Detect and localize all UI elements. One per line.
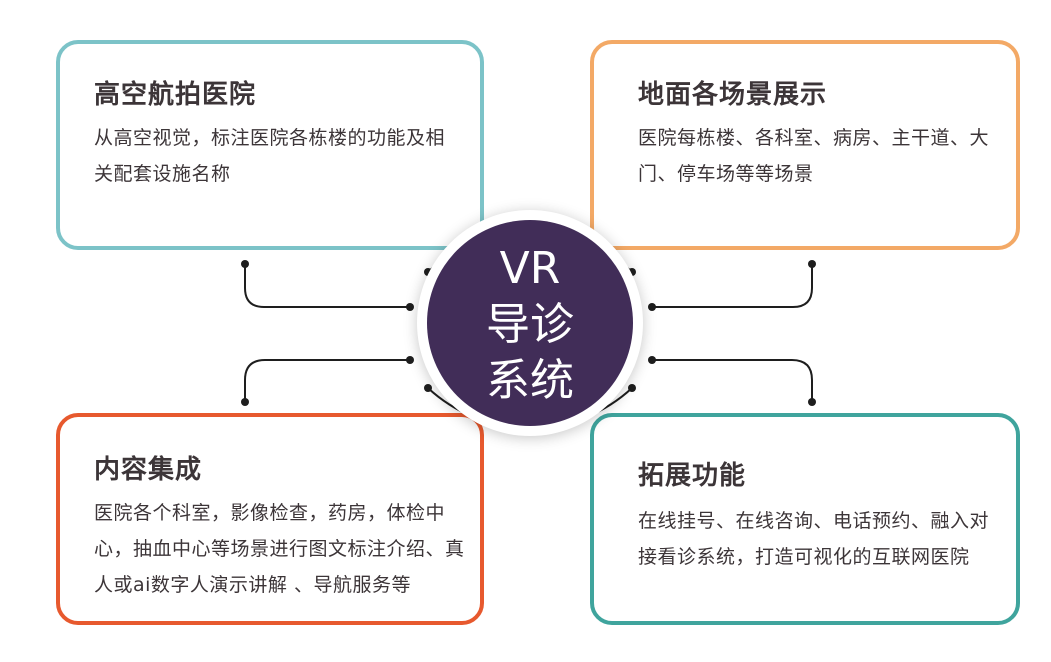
card-ground-scenes: 地面各场景展示 医院每栋楼、各科室、病房、主干道、大门、停车场等等场景 [590,40,1020,250]
connector-top-left [244,264,410,308]
connector-dot [424,384,432,392]
center-title-line-2: 导诊 [486,299,574,350]
center-hub: VR 导诊 系统 [427,220,633,426]
connector-dot [628,384,636,392]
connector-bottom-left [244,359,410,402]
card-text-extend: 在线挂号、在线咨询、电话预约、融入对接看诊系统，打造可视化的互联网医院 [638,510,990,568]
card-content-integration: 内容集成 医院各个科室，影像检查，药房，体检中心，抽血中心等场景进行图文标注介绍… [56,413,484,625]
card-title-ground: 地面各场景展示 [638,80,828,110]
card-text-aerial: 从高空视觉，标注医院各栋楼的功能及相关配套设施名称 [94,127,446,185]
connector-top-right [652,264,813,308]
card-title-extend: 拓展功能 [638,461,747,491]
card-extended-features: 拓展功能 在线挂号、在线咨询、电话预约、融入对接看诊系统，打造可视化的互联网医院 [590,413,1020,625]
card-text-content: 医院各个科室，影像检查，药房，体检中心，抽血中心等场景进行图文标注介绍、真人或a… [94,502,465,596]
card-title-aerial: 高空航拍医院 [94,80,257,110]
center-title-line-1: VR [499,243,561,294]
connector-dot [406,356,414,364]
connector-dot [424,268,432,276]
card-aerial-view: 高空航拍医院 从高空视觉，标注医院各栋楼的功能及相关配套设施名称 [56,40,484,250]
connector-dot [648,303,656,311]
card-title-content: 内容集成 [94,455,203,485]
connector-dot [808,260,816,268]
connector-dot [241,398,249,406]
card-text-ground: 医院每栋楼、各科室、病房、主干道、大门、停车场等等场景 [638,127,990,185]
connector-arc-lower [427,387,633,430]
center-title-line-3: 系统 [486,355,574,406]
connector-dot [241,260,249,268]
connector-dot [808,398,816,406]
connector-dot [406,303,414,311]
connector-dot [628,268,636,276]
connector-bottom-right [652,359,813,402]
connector-dot [648,356,656,364]
